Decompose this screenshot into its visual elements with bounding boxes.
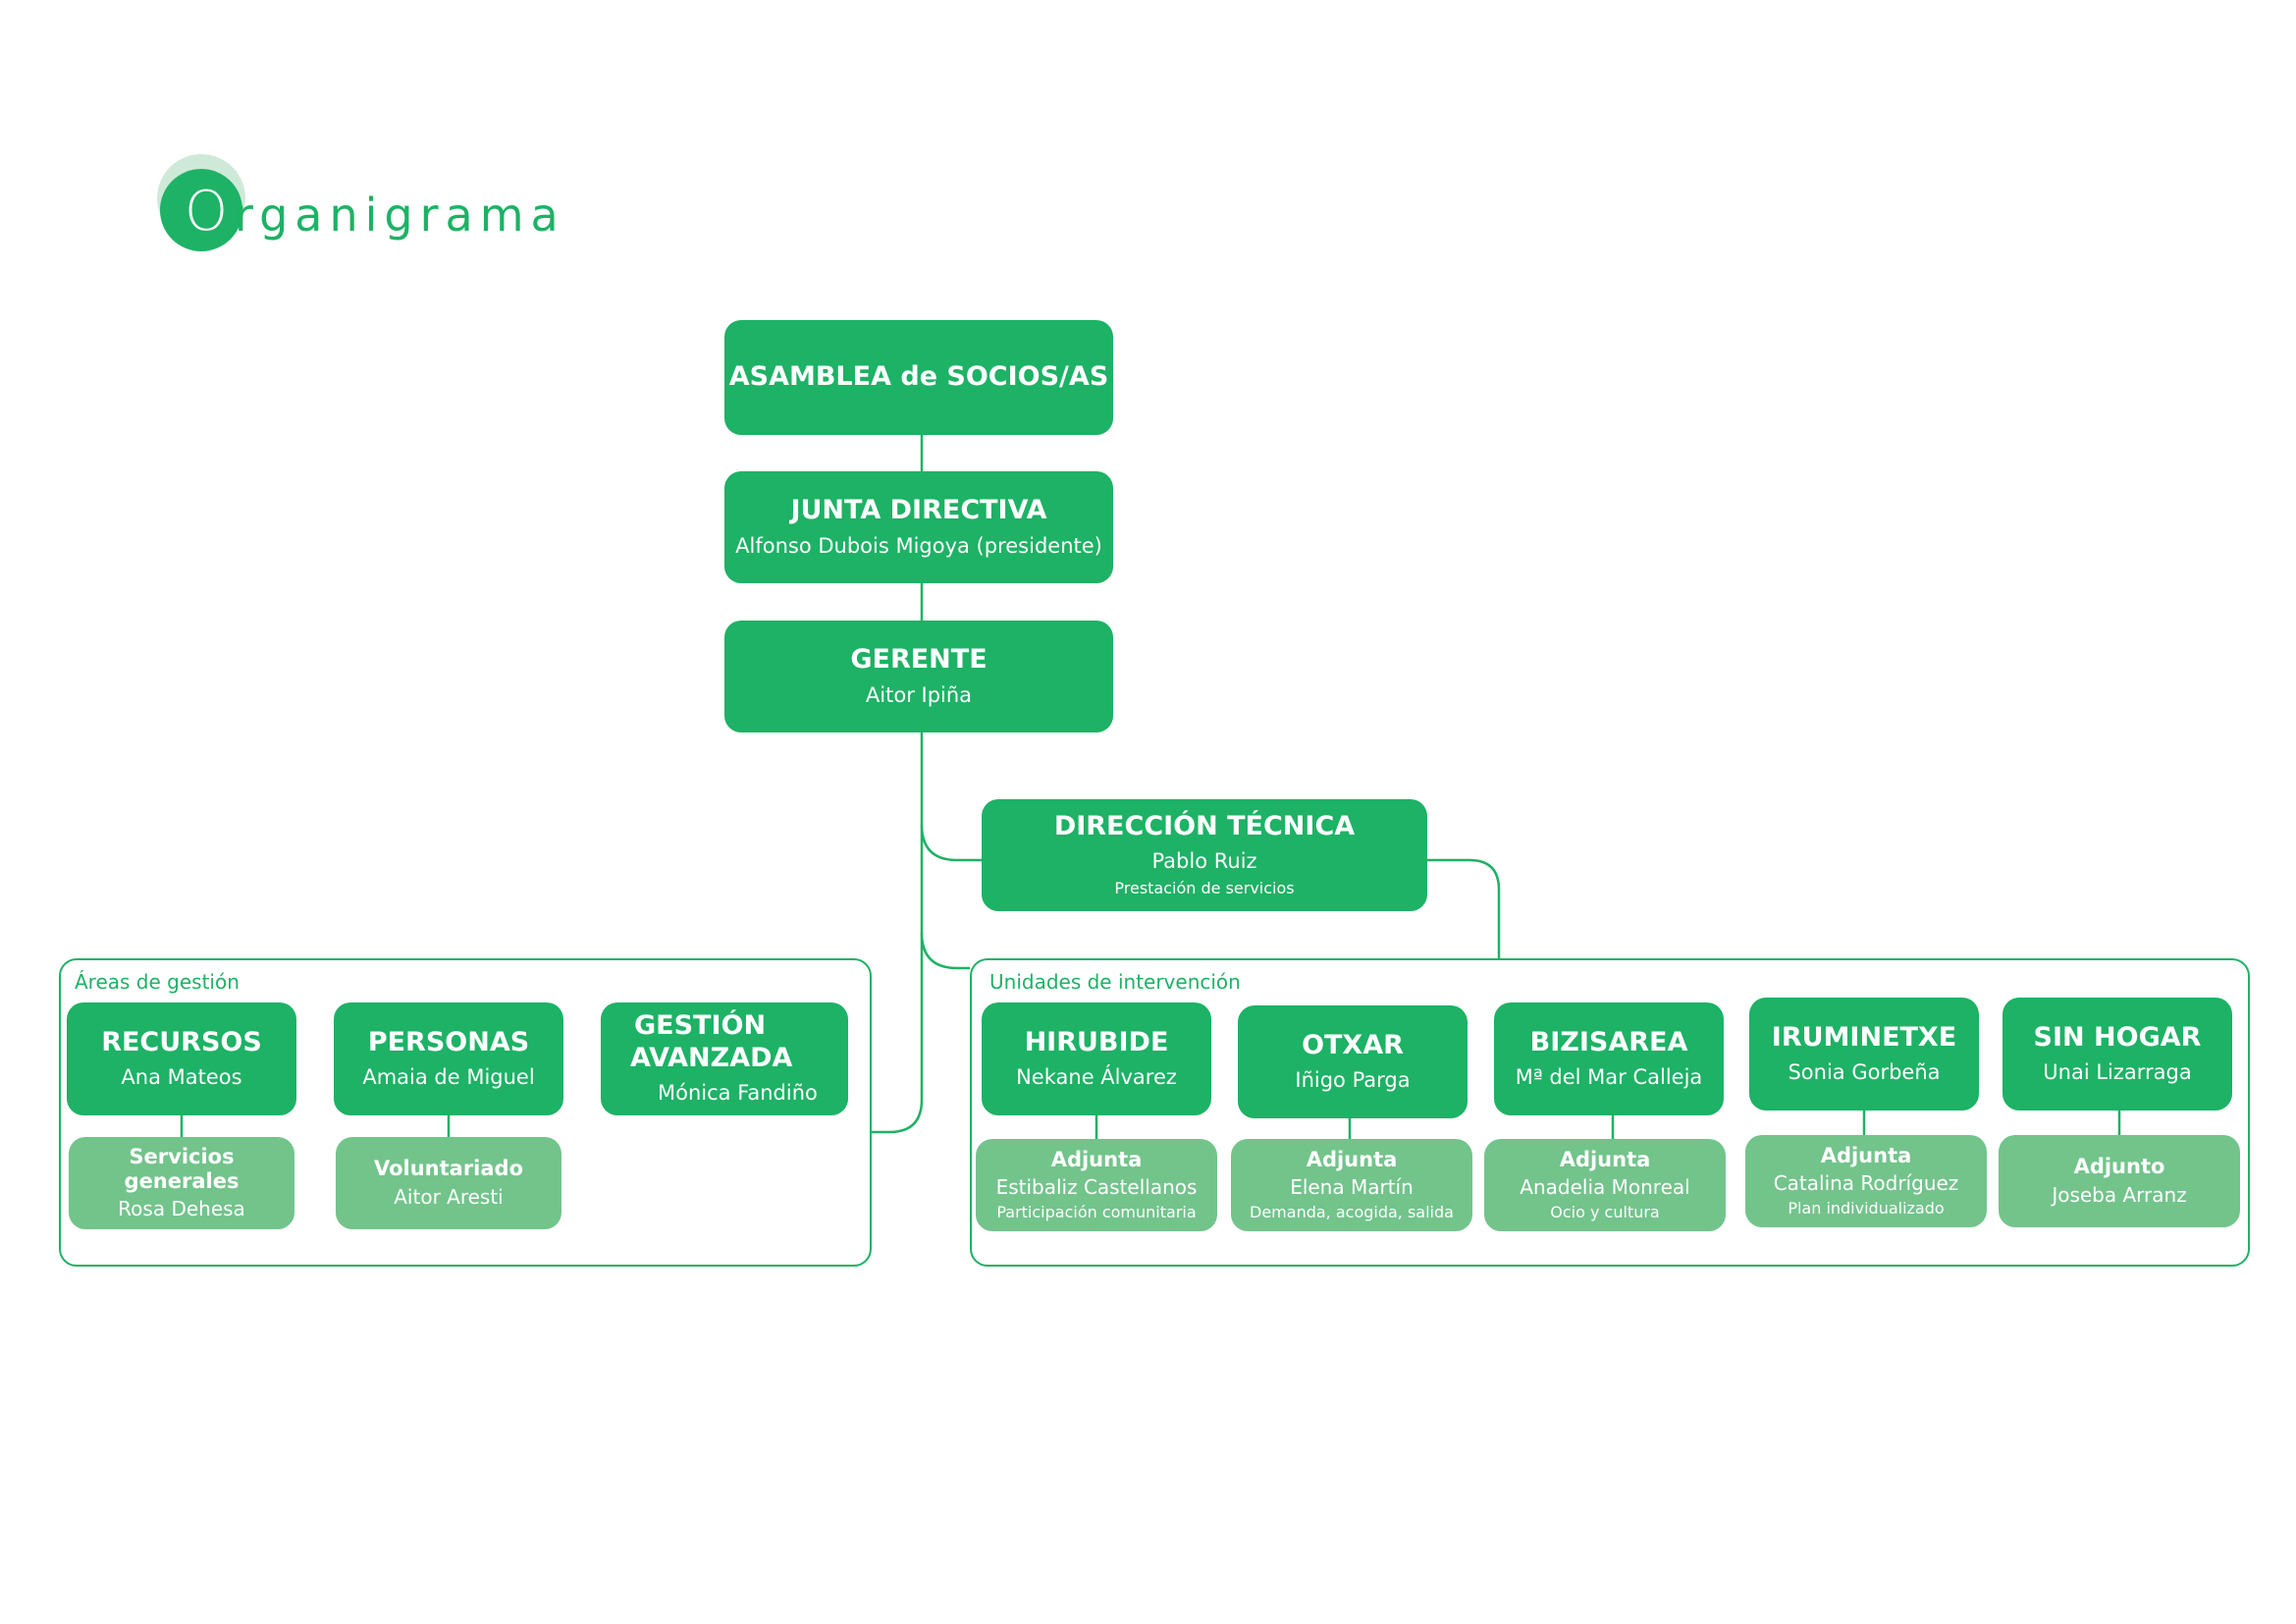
iruminetxe-box: IRUMINETXE Sonia Gorbeña bbox=[1749, 998, 1979, 1110]
recursos-title: RECURSOS bbox=[101, 1026, 262, 1057]
connector-gerente-areas bbox=[872, 933, 924, 1134]
gerente-title: GERENTE bbox=[850, 644, 988, 676]
sin-hogar-adjunto-box: Adjunto Joseba Arranz bbox=[1999, 1135, 2240, 1227]
hirubide-title: HIRUBIDE bbox=[1024, 1026, 1169, 1057]
iruminetxe-title: IRUMINETXE bbox=[1771, 1021, 1957, 1053]
recursos-box: RECURSOS Ana Mateos bbox=[67, 1002, 296, 1115]
unidades-intervencion-frame bbox=[970, 958, 2250, 1267]
bizisarea-name: Mª del Mar Calleja bbox=[1515, 1065, 1703, 1090]
logo-circle bbox=[160, 169, 242, 251]
iruminetxe-adjunta-box: Adjunta Catalina Rodríguez Plan individu… bbox=[1745, 1135, 1987, 1227]
direccion-title: DIRECCIÓN TÉCNICA bbox=[1053, 810, 1356, 841]
unidades-intervencion-label: Unidades de intervención bbox=[989, 970, 1241, 994]
bizisarea-adjunta-box: Adjunta Anadelia Monreal Ocio y cultura bbox=[1484, 1139, 1726, 1231]
gestion-avanzada-name: Mónica Fandiño bbox=[658, 1081, 818, 1106]
personas-title: PERSONAS bbox=[367, 1026, 530, 1057]
junta-directiva-box: JUNTA DIRECTIVA Alfonso Dubois Migoya (p… bbox=[724, 471, 1113, 583]
logo-initial: O bbox=[185, 180, 229, 244]
otxar-name: Iñigo Parga bbox=[1295, 1068, 1411, 1093]
connector-gerente-direccion bbox=[920, 732, 982, 862]
direccion-tecnica-box: DIRECCIÓN TÉCNICA Pablo Ruiz Prestación … bbox=[982, 799, 1427, 911]
recursos-name: Ana Mateos bbox=[121, 1065, 242, 1090]
iruminetxe-adjunta-note: Plan individualizado bbox=[1788, 1199, 1945, 1218]
areas-gestion-frame bbox=[59, 958, 872, 1267]
hirubide-name: Nekane Álvarez bbox=[1016, 1065, 1177, 1090]
sin-hogar-name: Unai Lizarraga bbox=[2043, 1060, 2192, 1085]
iruminetxe-name: Sonia Gorbeña bbox=[1788, 1060, 1941, 1085]
otxar-adjunta-title: Adjunta bbox=[1306, 1147, 1398, 1171]
asamblea-title: ASAMBLEA de SOCIOS/AS bbox=[728, 361, 1109, 393]
hirubide-adjunta-box: Adjunta Estibaliz Castellanos Participac… bbox=[976, 1139, 1217, 1231]
otxar-adjunta-name: Elena Martín bbox=[1290, 1175, 1414, 1200]
iruminetxe-adjunta-name: Catalina Rodríguez bbox=[1773, 1171, 1959, 1196]
direccion-note: Prestación de servicios bbox=[1114, 879, 1295, 898]
sin-hogar-adjunto-title: Adjunto bbox=[2073, 1155, 2165, 1179]
gestion-avanzada-box: GESTIÓN AVANZADA Mónica Fandiño bbox=[601, 1002, 848, 1115]
servicios-generales-title: Servicios generales bbox=[124, 1144, 240, 1193]
iruminetxe-adjunta-title: Adjunta bbox=[1820, 1143, 1912, 1167]
otxar-adjunta-note: Demanda, acogida, salida bbox=[1250, 1203, 1454, 1222]
sin-hogar-title: SIN HOGAR bbox=[2033, 1021, 2202, 1053]
bizisarea-title: BIZISAREA bbox=[1529, 1026, 1688, 1057]
otxar-title: OTXAR bbox=[1302, 1029, 1404, 1060]
personas-name: Amaia de Miguel bbox=[362, 1065, 535, 1090]
gerente-box: GERENTE Aitor Ipiña bbox=[724, 621, 1113, 732]
areas-gestion-label: Áreas de gestión bbox=[75, 970, 240, 994]
hirubide-adjunta-title: Adjunta bbox=[1050, 1147, 1143, 1171]
logo-text: rganigrama bbox=[235, 189, 565, 242]
voluntariado-name: Aitor Aresti bbox=[394, 1184, 504, 1209]
gestion-avanzada-title-line1: GESTIÓN bbox=[634, 1010, 767, 1042]
sin-hogar-box: SIN HOGAR Unai Lizarraga bbox=[2002, 998, 2232, 1110]
hirubide-adjunta-name: Estibaliz Castellanos bbox=[995, 1175, 1198, 1200]
connector-gerente-unidades bbox=[920, 825, 970, 970]
otxar-adjunta-box: Adjunta Elena Martín Demanda, acogida, s… bbox=[1231, 1139, 1472, 1231]
junta-name: Alfonso Dubois Migoya (presidente) bbox=[735, 533, 1102, 558]
personas-box: PERSONAS Amaia de Miguel bbox=[334, 1002, 563, 1115]
bizisarea-adjunta-note: Ocio y cultura bbox=[1550, 1203, 1660, 1222]
gestion-avanzada-title-line2: AVANZADA bbox=[630, 1042, 793, 1073]
gerente-name: Aitor Ipiña bbox=[865, 682, 973, 707]
direccion-name: Pablo Ruiz bbox=[1151, 849, 1257, 874]
hirubide-adjunta-note: Participación comunitaria bbox=[996, 1203, 1197, 1222]
servicios-generales-name: Rosa Dehesa bbox=[118, 1197, 245, 1221]
bizisarea-adjunta-name: Anadelia Monreal bbox=[1520, 1175, 1690, 1200]
voluntariado-box: Voluntariado Aitor Aresti bbox=[336, 1137, 561, 1229]
junta-title: JUNTA DIRECTIVA bbox=[790, 495, 1047, 526]
hirubide-box: HIRUBIDE Nekane Álvarez bbox=[982, 1002, 1211, 1115]
asamblea-box: ASAMBLEA de SOCIOS/AS bbox=[724, 320, 1113, 435]
voluntariado-title: Voluntariado bbox=[373, 1157, 524, 1181]
sin-hogar-adjunto-name: Joseba Arranz bbox=[2052, 1182, 2187, 1207]
connector-direccion-unidades bbox=[1427, 858, 1501, 958]
bizisarea-box: BIZISAREA Mª del Mar Calleja bbox=[1494, 1002, 1724, 1115]
bizisarea-adjunta-title: Adjunta bbox=[1559, 1147, 1651, 1171]
servicios-generales-box: Servicios generales Rosa Dehesa bbox=[69, 1137, 294, 1229]
otxar-box: OTXAR Iñigo Parga bbox=[1238, 1005, 1468, 1118]
